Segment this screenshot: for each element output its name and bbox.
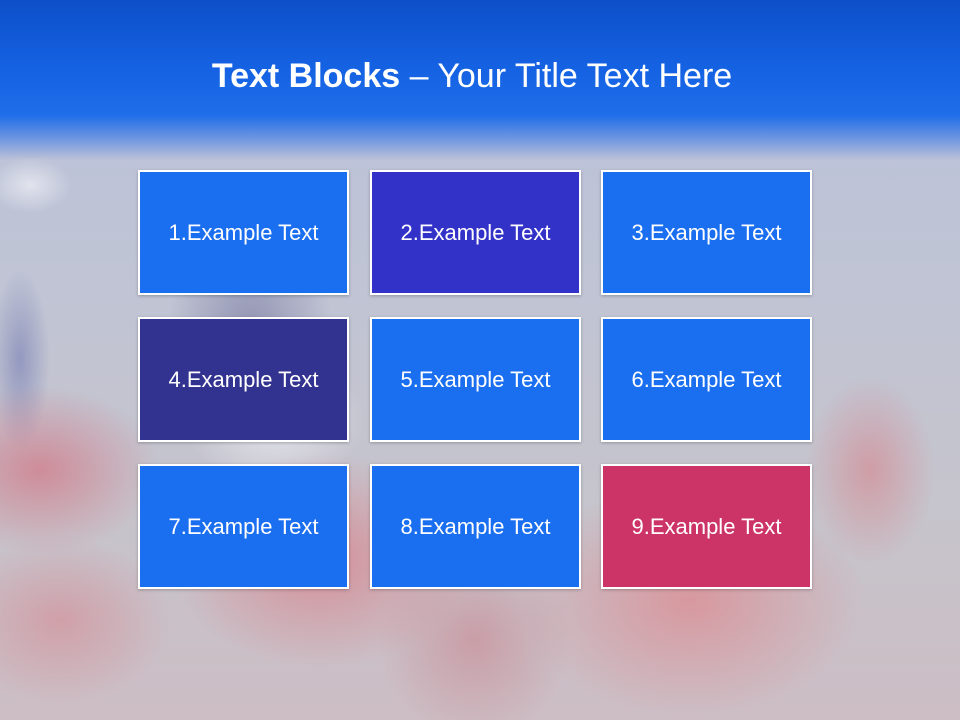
text-block-5: 5.Example Text bbox=[370, 317, 581, 442]
text-block-9: 9.Example Text bbox=[601, 464, 812, 589]
text-block-label: 5.Example Text bbox=[400, 366, 551, 392]
text-block-6: 6.Example Text bbox=[601, 317, 812, 442]
text-block-7: 7.Example Text bbox=[138, 464, 349, 589]
text-block-1: 1.Example Text bbox=[138, 170, 349, 295]
text-block-label: 4.Example Text bbox=[168, 366, 319, 392]
header-band bbox=[0, 0, 960, 160]
text-block-label: 9.Example Text bbox=[631, 513, 782, 539]
text-block-8: 8.Example Text bbox=[370, 464, 581, 589]
text-block-label: 3.Example Text bbox=[631, 219, 782, 245]
text-block-label: 6.Example Text bbox=[631, 366, 782, 392]
text-block-label: 1.Example Text bbox=[168, 219, 319, 245]
text-block-3: 3.Example Text bbox=[601, 170, 812, 295]
title-dash: – bbox=[400, 57, 438, 95]
title-rest-part: Your Title Text Here bbox=[437, 57, 733, 95]
text-block-2: 2.Example Text bbox=[370, 170, 581, 295]
text-block-label: 2.Example Text bbox=[400, 219, 551, 245]
slide-title: Text Blocks – Your Title Text Here bbox=[0, 54, 944, 98]
text-block-label: 8.Example Text bbox=[400, 513, 551, 539]
text-block-label: 7.Example Text bbox=[168, 513, 319, 539]
title-bold-part: Text Blocks bbox=[211, 57, 401, 95]
text-block-4: 4.Example Text bbox=[138, 317, 349, 442]
